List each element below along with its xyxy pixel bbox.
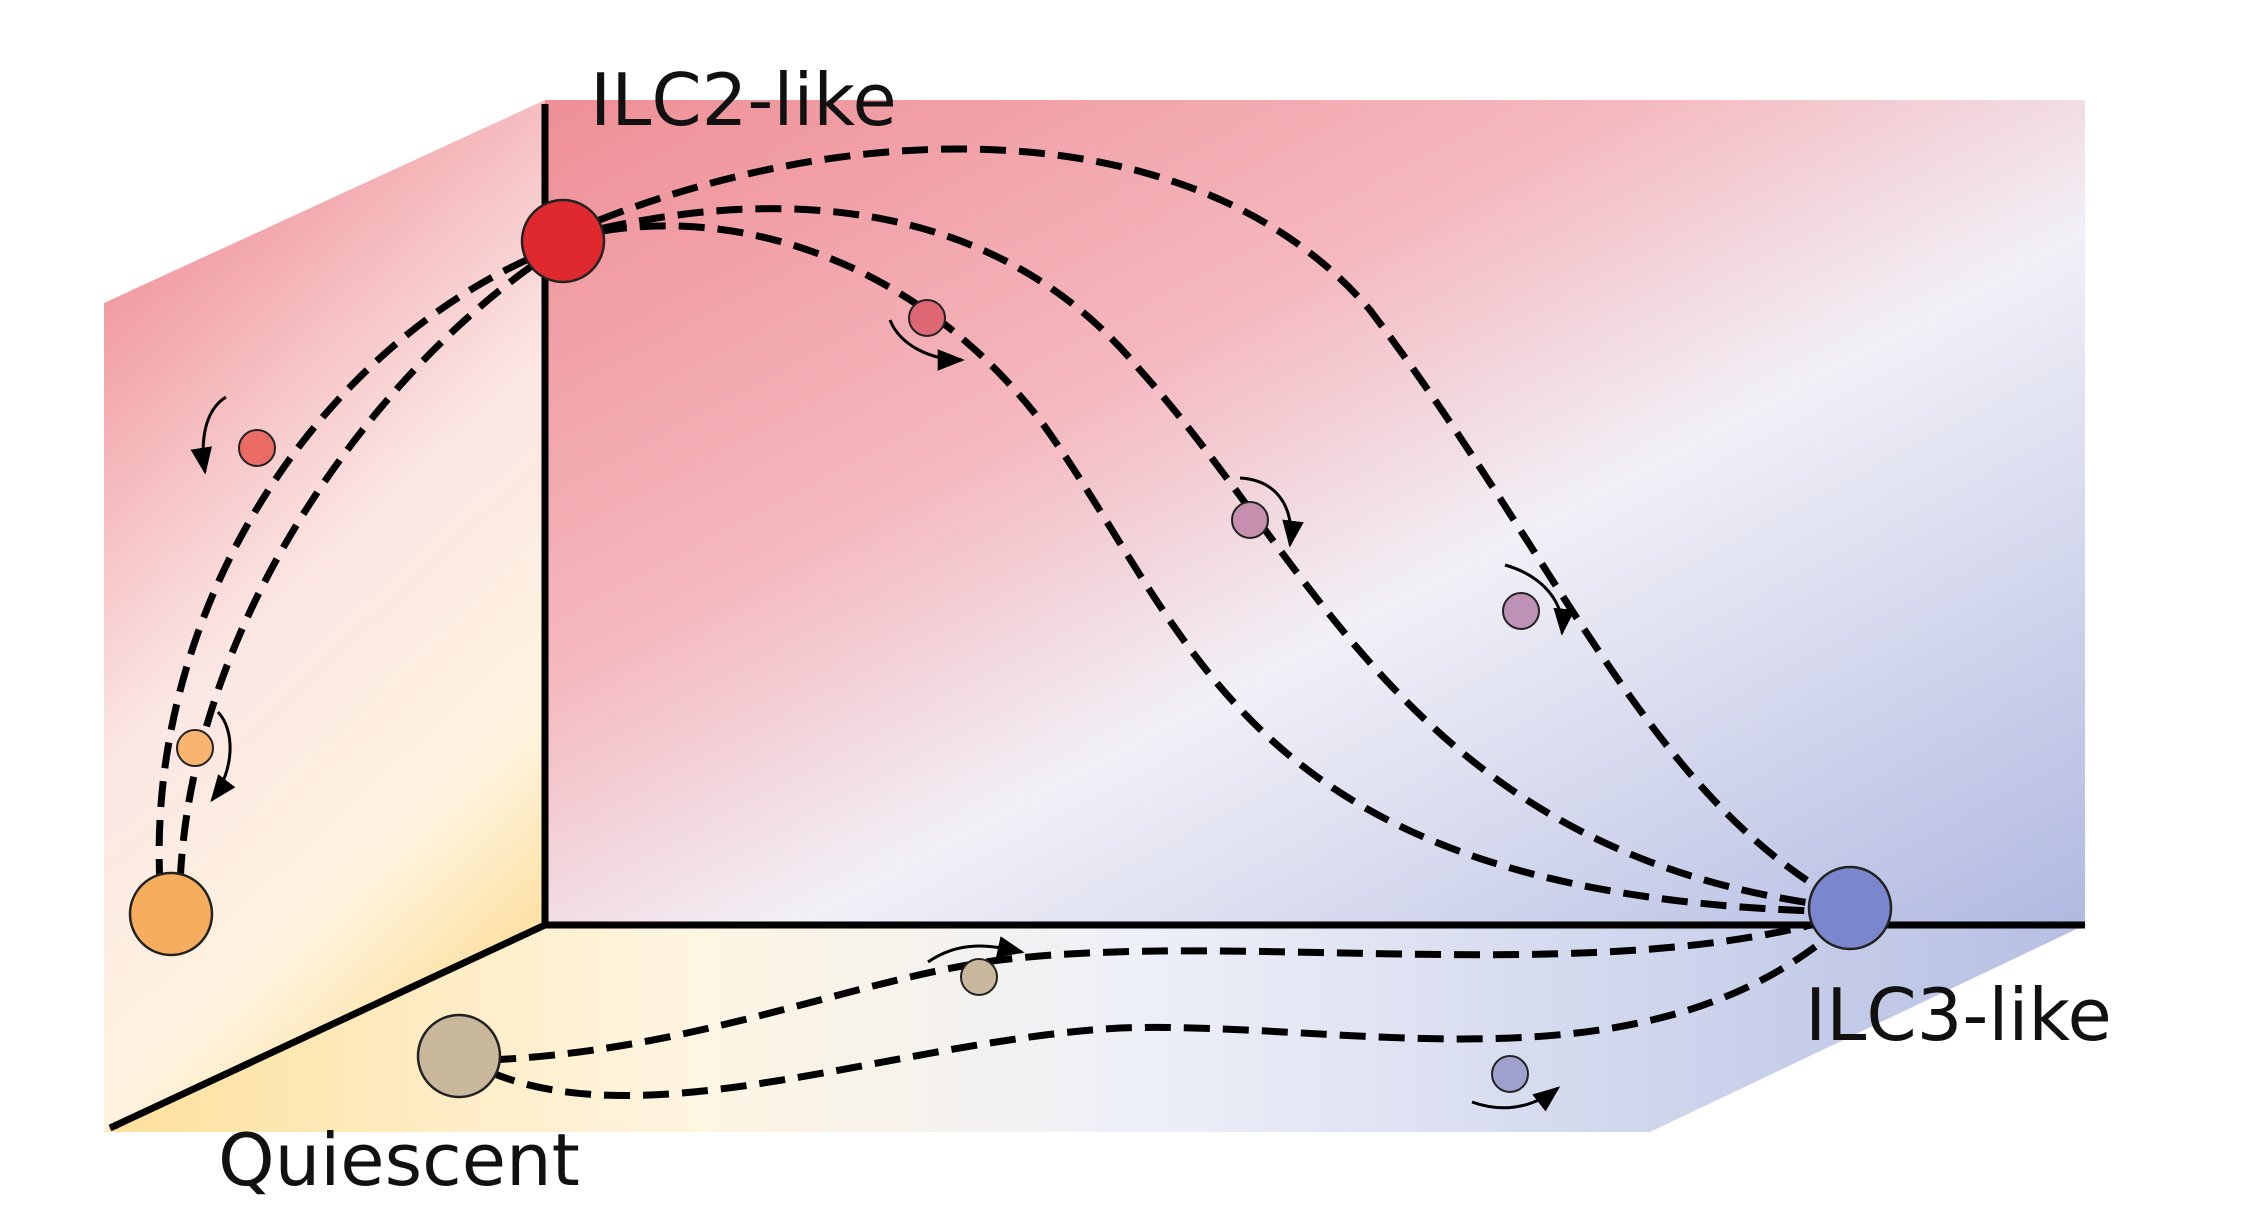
quiescent-axis [108, 921, 547, 1132]
intermediate-cell [1491, 1055, 1529, 1093]
rotation-arrow-icon [210, 710, 236, 803]
trajectory-ilc2-ilc3-middle [562, 205, 1849, 912]
trajectory-ilc2-ilc3-top [561, 145, 1850, 909]
trajectories [155, 145, 1851, 1099]
trajectory-ilc2-orange-outer [155, 241, 565, 886]
rotation-arrow-icon [190, 395, 227, 475]
quiescent-node [416, 1013, 502, 1099]
rotation-arrow-icon [927, 936, 1025, 964]
rotation-arrow-icon [1504, 563, 1575, 636]
floor-plane [104, 925, 2085, 1132]
ilc3-like-label: ILC3-like [1805, 973, 2112, 1057]
back-plane [545, 100, 2085, 925]
left-plane [104, 100, 545, 1132]
intermediate-cell [1502, 592, 1540, 630]
trajectory-quiescent-ilc3-upper [489, 911, 1850, 1064]
intermediate-cell [176, 729, 214, 767]
rotation-arrow-icon [888, 319, 965, 371]
trajectory-ilc2-orange-inner [176, 242, 565, 886]
intermediate-cell [908, 299, 946, 337]
ilc2-intermediate-node [128, 871, 214, 957]
quiescent-label: Quiescent [218, 1118, 580, 1202]
intermediate-cell [960, 958, 998, 996]
rotation-arrow-icon [1471, 1086, 1561, 1112]
state-nodes [128, 198, 1893, 1099]
rotation-arrows [190, 319, 1575, 1112]
ilc3-like-node [1807, 865, 1893, 951]
ilc2-like-node [520, 198, 606, 284]
intermediate-cell [238, 429, 276, 467]
trajectory-ilc2-ilc3-bottom [562, 222, 1849, 916]
background-planes [104, 100, 2085, 1132]
intermediate-cell [1231, 501, 1269, 539]
intermediate-cells [176, 299, 1540, 1093]
rotation-arrow-icon [1239, 476, 1304, 548]
axis-labels: ILC2-like ILC3-like Quiescent [218, 58, 2112, 1202]
ilc2-like-label: ILC2-like [590, 58, 897, 142]
